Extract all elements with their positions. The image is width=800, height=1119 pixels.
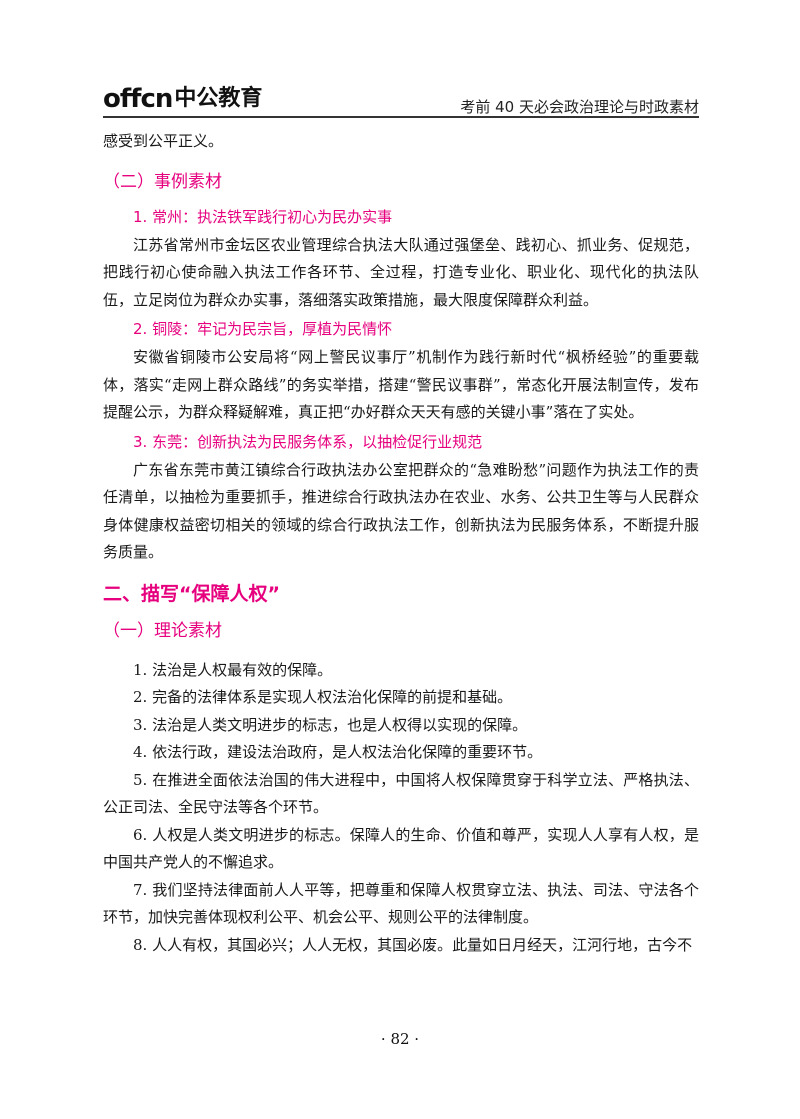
book-title: 考前 40 天必会政治理论与时政素材 <box>460 98 699 116</box>
list-item: 3. 法治是人类文明进步的标志，也是人权得以实现的保障。 <box>133 715 528 734</box>
list-item: 6. 人权是人类文明进步的标志。保障人的生命、价值和尊严，实现人人享有人权，是中… <box>103 825 699 872</box>
logo-text-cn: 中公教育 <box>174 86 263 111</box>
list-item: 5. 在推进全面依法治国的伟大进程中，中国将人权保障贯穿于科学立法、严格执法、公… <box>103 770 699 817</box>
page-body: 感受到公平正义。 （二）事例素材 1. 常州：执法铁军践行初心为民办实事 江苏省… <box>103 128 699 959</box>
logo-text-en: offcn <box>103 84 173 114</box>
case-1-title: 1. 常州：执法铁军践行初心为民办实事 <box>133 207 393 226</box>
offcn-logo: offcn 中公教育 <box>103 86 262 112</box>
chapter-heading-human-rights: 二、描写“保障人权” <box>103 582 280 605</box>
case-3-title: 3. 东莞：创新执法为民服务体系，以抽检促行业规范 <box>133 432 483 451</box>
page-number: · 82 · <box>380 1030 420 1048</box>
section-heading-cases: （二）事例素材 <box>103 171 222 192</box>
continued-paragraph: 感受到公平正义。 <box>103 132 224 150</box>
section-heading-theory: （一）理论素材 <box>103 620 222 641</box>
case-3-text: 广东省东莞市黄江镇综合行政执法办公室把群众的“急难盼愁”问题作为执法工作的责任清… <box>103 460 699 562</box>
page-header: offcn 中公教育 考前 40 天必会政治理论与时政素材 <box>103 80 699 118</box>
case-1-text: 江苏省常州市金坛区农业管理综合执法大队通过强堡垒、践初心、抓业务、促规范，把践行… <box>103 235 699 309</box>
header-divider <box>103 116 699 118</box>
list-item: 7. 我们坚持法律面前人人平等，把尊重和保障人权贯穿立法、执法、司法、守法各个环… <box>103 880 699 927</box>
list-item: 4. 依法行政，建设法治政府，是人权法治化保障的重要环节。 <box>133 743 543 761</box>
list-item: 2. 完备的法律体系是实现人权法治化保障的前提和基础。 <box>133 688 513 706</box>
list-item: 1. 法治是人权最有效的保障。 <box>133 660 333 679</box>
case-2-text: 安徽省铜陵市公安局将“网上警民议事厅”机制作为践行新时代“枫桥经验”的重要载体，… <box>103 348 699 421</box>
case-2-title: 2. 铜陵：牢记为民宗旨，厚植为民情怀 <box>133 320 393 338</box>
list-item: 8. 人人有权，其国必兴；人人无权，其国必废。此量如日月经天，江河行地，古今不 <box>133 935 693 954</box>
